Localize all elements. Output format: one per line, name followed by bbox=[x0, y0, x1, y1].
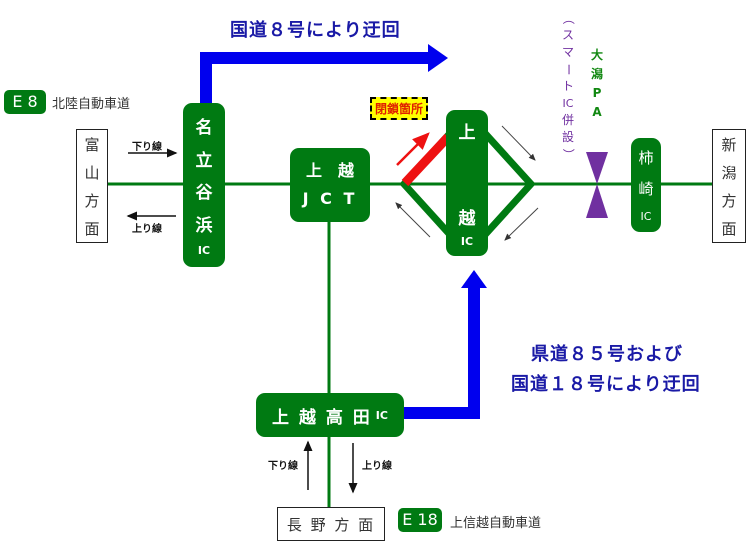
closed-ramp-segment bbox=[401, 133, 452, 187]
down-lane-label: 下り線 bbox=[132, 142, 162, 153]
ic-suffix: IC bbox=[640, 209, 652, 223]
note-char: マ bbox=[561, 45, 574, 59]
ogata-pa-name: 大 潟 P A bbox=[588, 46, 606, 122]
note-char: ス bbox=[561, 28, 574, 42]
ic-name-char: 崎 bbox=[638, 180, 654, 199]
ic-suffix: IC bbox=[197, 244, 211, 258]
detour-arrow-route8 bbox=[200, 52, 430, 103]
up-lane-label: 上り線 bbox=[362, 461, 392, 472]
destination-char: 新 bbox=[721, 135, 737, 154]
ic-flow-arrow bbox=[395, 202, 431, 238]
detour-route8-label: 国道８号により迂回 bbox=[230, 20, 401, 41]
e18-route-name: 上信越自動車道 bbox=[450, 516, 542, 531]
joetsu-takada-ic: 上 越 高 田 IC bbox=[256, 393, 404, 437]
note-char: 併 bbox=[561, 113, 574, 127]
smart-ic-note: （ ス マ ー ト IC 併 設 ） bbox=[560, 10, 576, 163]
ic-flow-arrow bbox=[501, 125, 536, 161]
joetsu-jct: 上 越 J C T bbox=[290, 148, 370, 222]
joetsu-ic-ramp-right bbox=[479, 127, 536, 241]
ic-name-char: 名 bbox=[195, 117, 213, 138]
destination-char: 方 bbox=[721, 191, 737, 210]
note-char: 設 bbox=[561, 130, 574, 144]
detour-route85-label-line1: 県道８５号および bbox=[531, 344, 683, 365]
pa-name-char: 潟 bbox=[590, 67, 603, 81]
ic-name-char: 浜 bbox=[195, 216, 213, 237]
pa-name-char: 大 bbox=[590, 48, 603, 62]
ic-flow-arrow bbox=[504, 207, 539, 241]
note-char: IC bbox=[562, 97, 574, 110]
e18-route-badge: E 18 bbox=[398, 508, 442, 532]
ic-name-char: 立 bbox=[195, 150, 213, 171]
jct-label: J C T bbox=[302, 189, 358, 208]
note-char: ー bbox=[561, 63, 576, 76]
ic-suffix: IC bbox=[375, 408, 388, 422]
ic-name-char: 柿 bbox=[638, 149, 654, 168]
detour-arrowhead-route8 bbox=[428, 44, 448, 72]
note-char: （ bbox=[561, 12, 576, 25]
pa-name-char: A bbox=[592, 105, 602, 119]
up-lane-label: 上り線 bbox=[132, 224, 162, 235]
closure-label: 閉鎖箇所 bbox=[370, 97, 429, 120]
ic-name-char: 上 bbox=[458, 123, 476, 143]
note-char: ト bbox=[561, 79, 574, 93]
parking-area-icon bbox=[586, 152, 608, 218]
note-char: ） bbox=[561, 148, 576, 161]
jct-name: 上 越 bbox=[305, 161, 354, 180]
detour-route85-label-line2: 国道１８号により迂回 bbox=[511, 374, 701, 395]
detour-arrow-route85 bbox=[404, 284, 480, 419]
destination-nagano: 長 野 方 面 bbox=[277, 507, 385, 541]
ic-name-char: 谷 bbox=[195, 183, 213, 204]
ic-name-char: 越 bbox=[458, 209, 476, 229]
down-lane-label: 下り線 bbox=[268, 461, 298, 472]
destination-char: 山 bbox=[84, 163, 100, 182]
destination-char: 富 bbox=[84, 135, 100, 154]
closure-direction-arrow bbox=[396, 132, 430, 166]
destination-char: 面 bbox=[84, 219, 100, 238]
e8-route-badge: E 8 bbox=[4, 90, 46, 114]
destination-char: 潟 bbox=[721, 163, 737, 182]
joetsu-ic: 上 越 IC bbox=[446, 110, 488, 256]
destination-char: 方 bbox=[84, 191, 100, 210]
ic-name: 上 越 高 田 bbox=[272, 407, 372, 428]
ic-suffix: IC bbox=[460, 235, 474, 248]
kakizaki-ic: 柿 崎 IC bbox=[631, 138, 661, 232]
destination-toyama: 富 山 方 面 bbox=[76, 129, 108, 243]
nadachihama-ic: 名 立 谷 浜 IC bbox=[183, 103, 225, 267]
e8-route-name: 北陸自動車道 bbox=[52, 97, 131, 112]
destination-char: 面 bbox=[721, 219, 737, 238]
destination-niigata: 新 潟 方 面 bbox=[712, 129, 746, 243]
pa-name-char: P bbox=[592, 86, 602, 100]
detour-arrowhead-route85 bbox=[461, 270, 487, 288]
